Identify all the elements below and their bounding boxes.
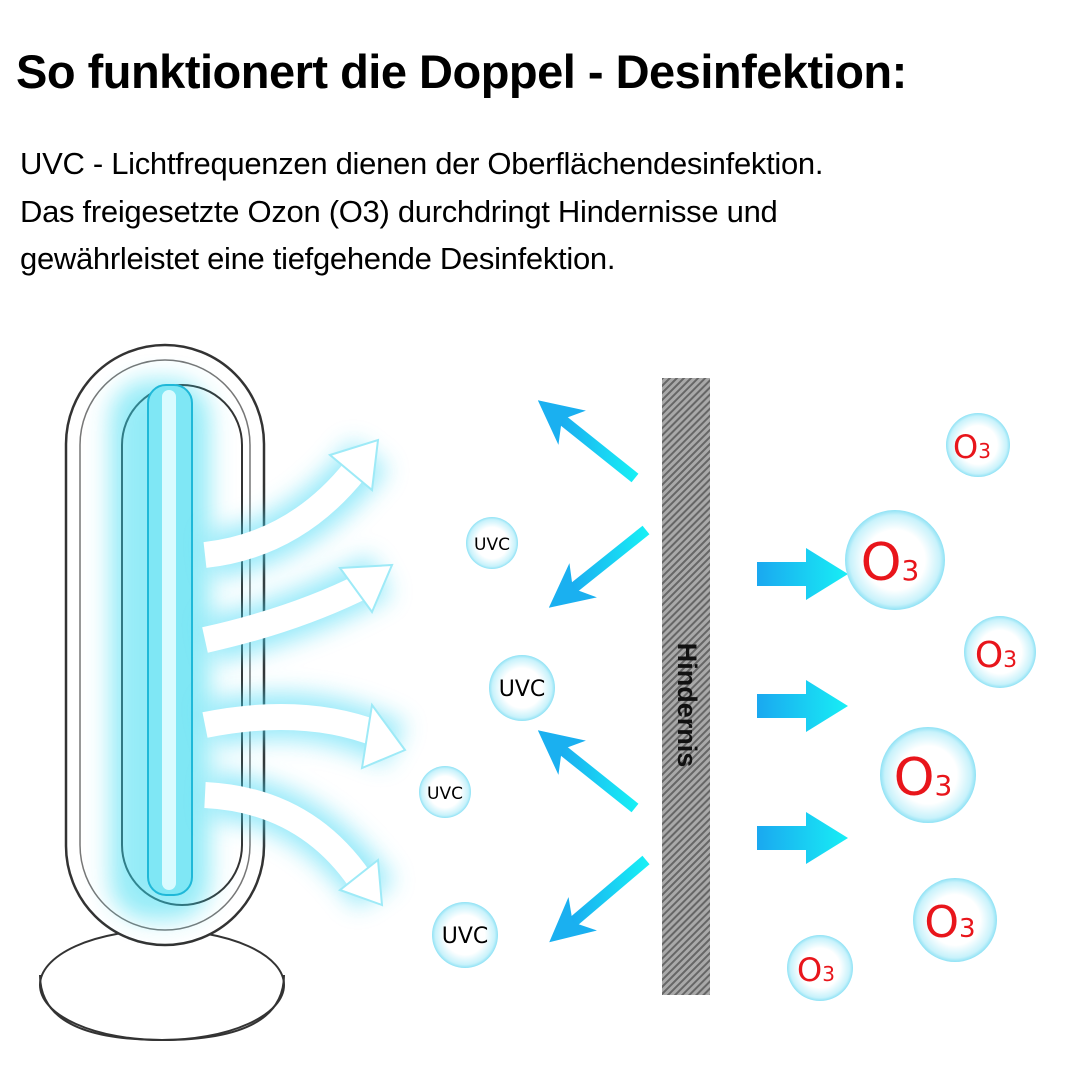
curved-arrow [202, 704, 385, 748]
reflect-arrow [537, 730, 639, 813]
obstacle-label: Hindernis [672, 643, 702, 768]
bubble-label: O3 [861, 533, 920, 593]
uv-curved-arrows [202, 438, 407, 909]
graphic-group [202, 461, 385, 888]
description: UVC - Lichtfrequenzen dienen der Oberflä… [20, 140, 823, 283]
block-arrow-right [757, 680, 848, 732]
bubble-label: O3 [975, 635, 1017, 676]
page-title: So funktionert die Doppel - Desinfektion… [16, 45, 907, 98]
description-line: gewährleistet eine tiefgehende Desinfekt… [20, 241, 616, 276]
obstacle-wall: Hindernis [662, 378, 710, 995]
curved-arrow [203, 461, 366, 568]
block-arrow-right [757, 812, 848, 864]
bubble-label: O3 [797, 951, 835, 989]
uvc-bubbles: UVC UVC UVC UVC [419, 517, 555, 968]
ozone-bubbles: O3 O3 O3 O3 O3 O3 [787, 413, 1036, 1001]
reflected-uv-arrows [537, 400, 650, 943]
bubble-label: O3 [924, 897, 975, 948]
description-line: UVC - Lichtfrequenzen dienen der Oberflä… [20, 146, 824, 181]
curved-arrow [204, 782, 371, 888]
block-arrow-right [757, 548, 848, 600]
ozone-bubble: O3 [787, 935, 853, 1001]
reflect-arrow [549, 855, 650, 943]
uv-lamp-illustration [39, 343, 285, 1042]
ozone-bubble: O3 [880, 727, 976, 823]
ozone-bubble: O3 [946, 413, 1010, 477]
ozone-pass-arrows [757, 548, 848, 864]
bubble-label: UVC [499, 677, 546, 702]
uvc-bubble: UVC [432, 902, 498, 968]
lamp-base [39, 929, 285, 1041]
uvc-bubble: UVC [489, 655, 555, 721]
reflect-arrow [537, 400, 639, 483]
bubble-label: UVC [442, 924, 489, 949]
reflect-arrow [548, 525, 650, 608]
ozone-bubble: O3 [913, 878, 997, 962]
graphic-group [327, 438, 407, 907]
uvc-bubble: UVC [419, 766, 471, 818]
ozone-bubble: O3 [964, 616, 1036, 688]
bubble-label: UVC [427, 784, 463, 804]
bubble-label: UVC [474, 535, 510, 555]
description-line: Das freigesetzte Ozon (O3) durchdringt H… [20, 193, 778, 229]
bubble-label: O3 [953, 428, 991, 466]
bubble-label: O3 [894, 748, 953, 808]
ozone-bubble: O3 [845, 510, 945, 610]
uvc-bubble: UVC [466, 517, 518, 569]
curved-arrow [202, 573, 371, 653]
